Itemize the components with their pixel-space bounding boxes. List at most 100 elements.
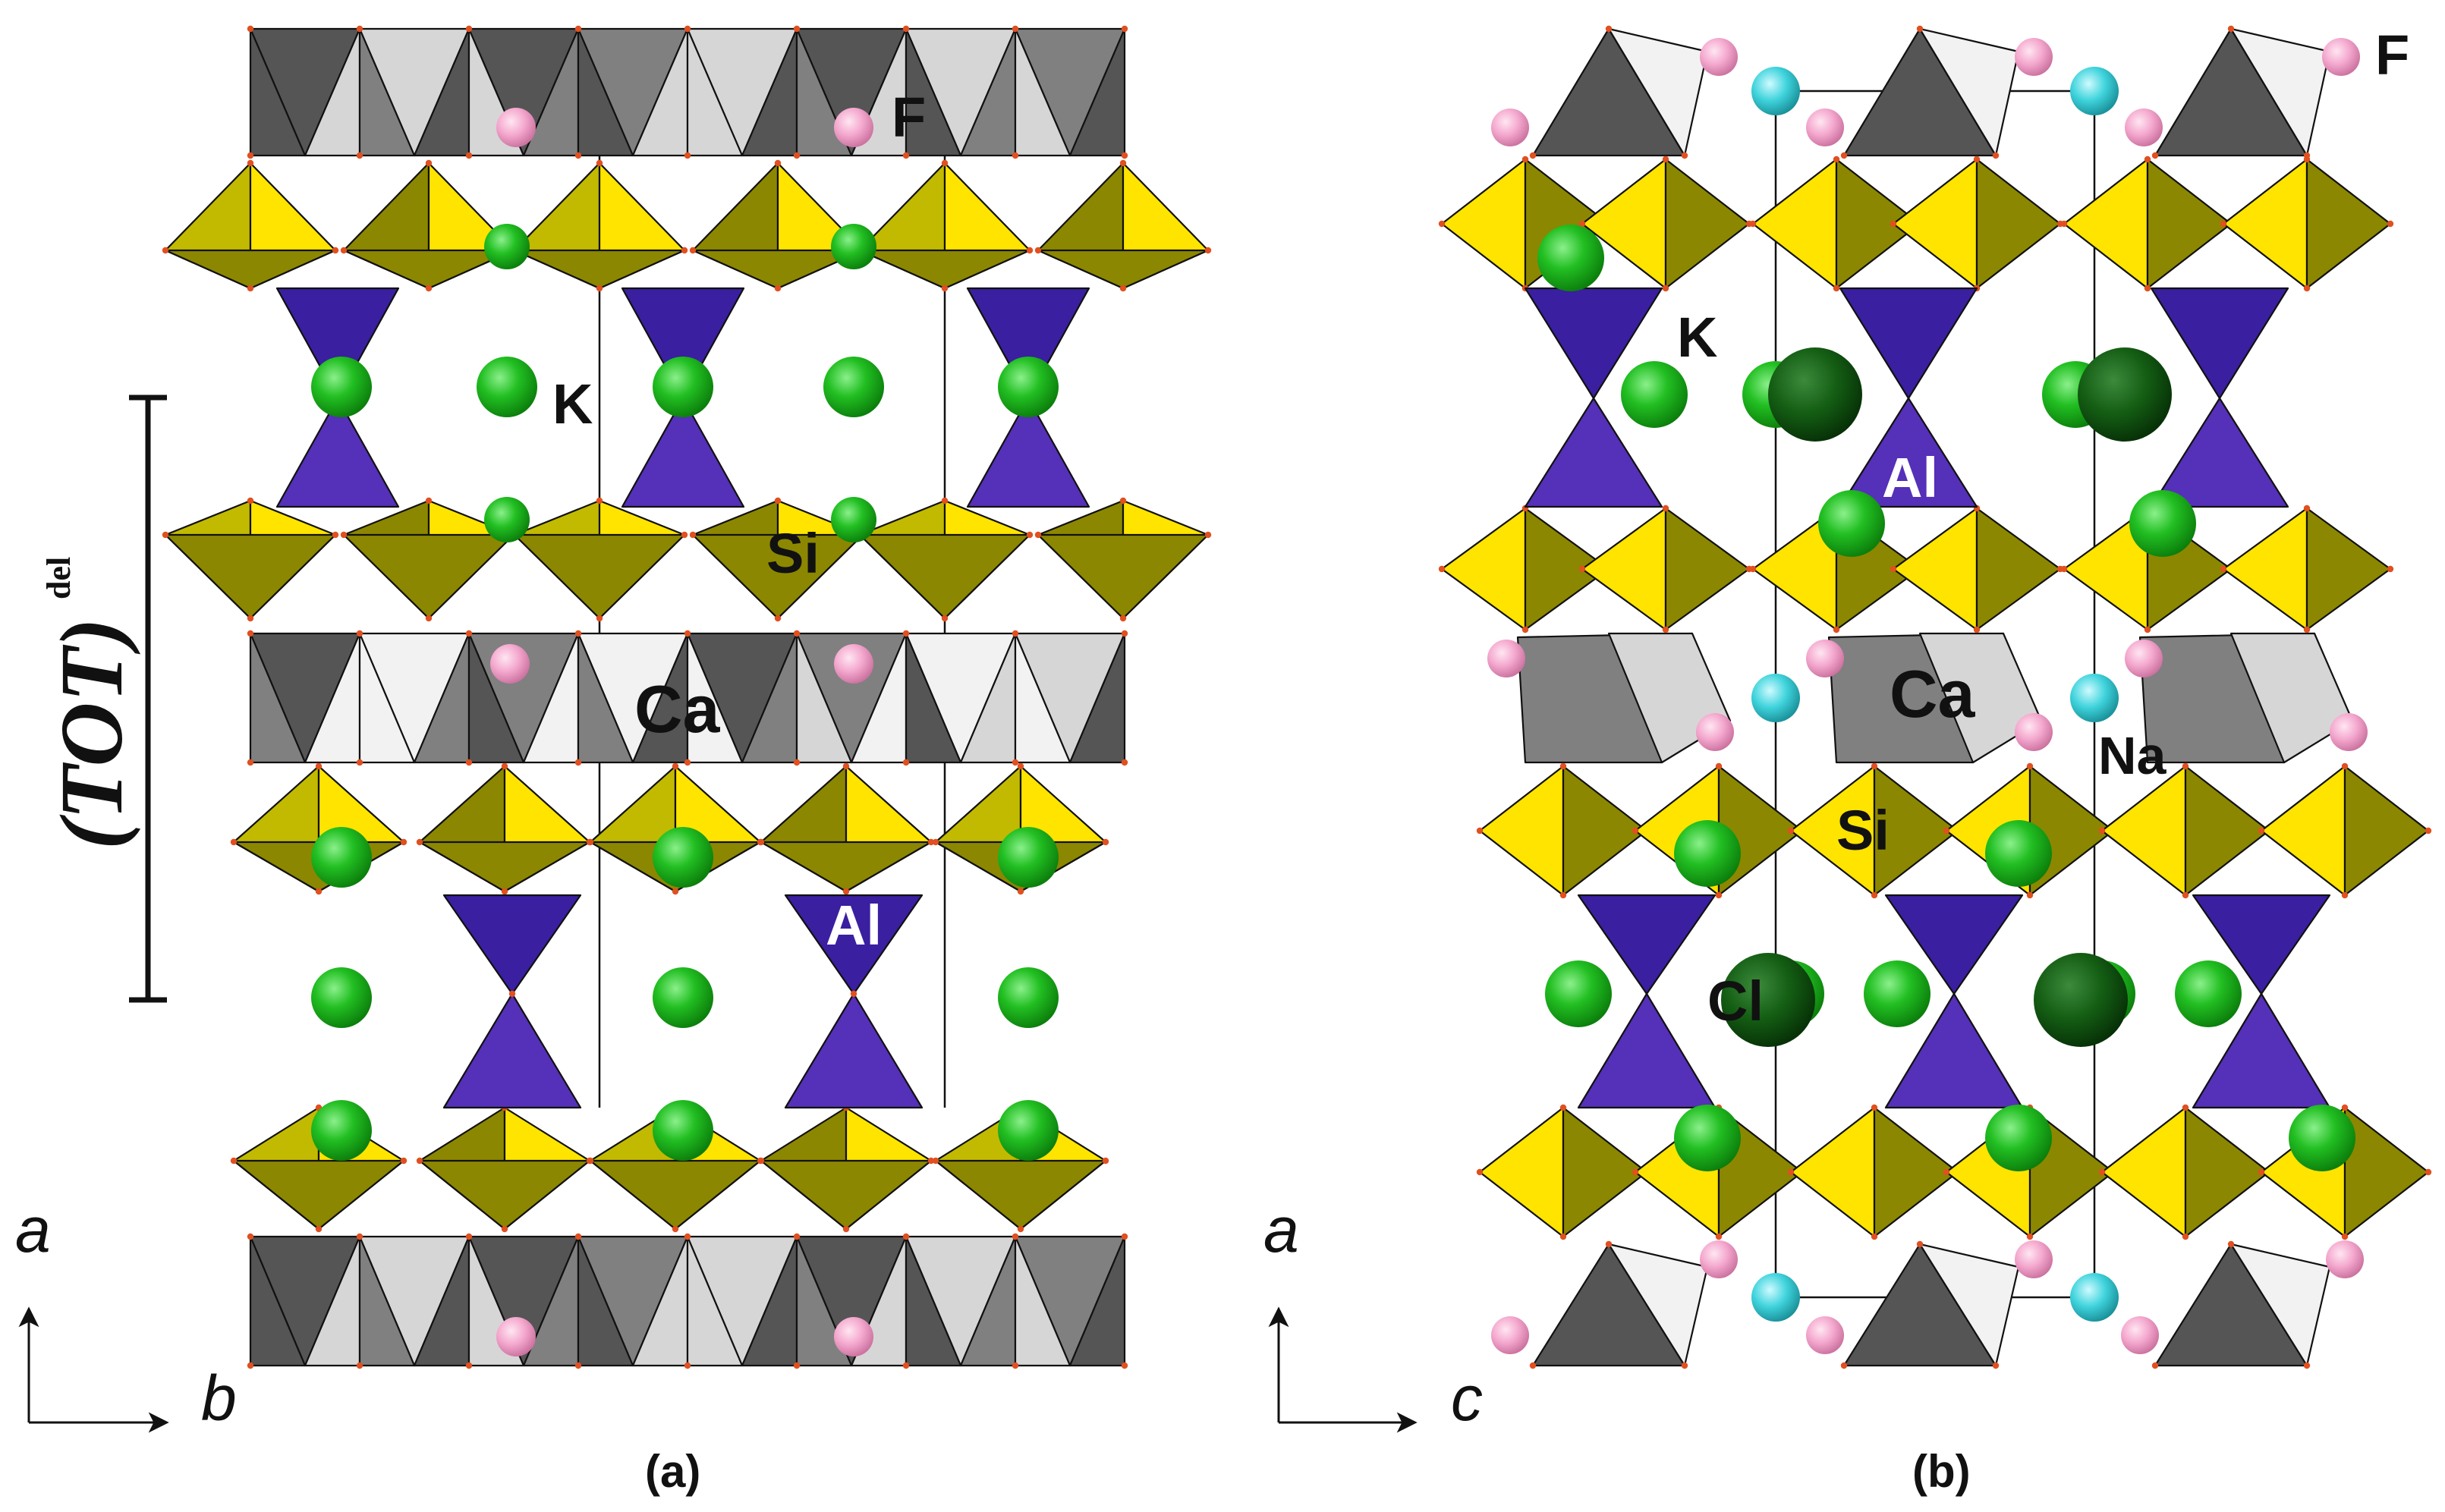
oxygen-vertex	[1012, 1362, 1019, 1369]
ca-octahedral-sheet-mid-down	[249, 632, 307, 764]
silicate-tetrahedron	[1873, 1106, 1959, 1238]
oxygen-vertex	[465, 152, 473, 159]
potassium-atom	[823, 357, 884, 417]
silicate-tetrahedron	[1562, 765, 1648, 897]
label-f-b: F	[2375, 24, 2409, 86]
aluminate-tetrahedron	[1884, 992, 2024, 1109]
oxygen-vertex	[757, 838, 765, 846]
oxygen-vertex	[2425, 1168, 2432, 1176]
oxygen-vertex	[508, 990, 516, 998]
potassium-atom	[653, 967, 713, 1028]
oxygen-vertex	[927, 1157, 935, 1165]
silicate-tetrahedron	[513, 249, 686, 290]
oxygen-vertex	[1529, 1362, 1537, 1369]
oxygen-vertex	[1034, 531, 1042, 539]
silicate-tetrahedron	[513, 533, 686, 620]
label-ca-b: Ca	[1890, 656, 1976, 731]
panel-a-annotations: F K Si Ca Al (TOT) del a b (a)	[15, 86, 926, 1497]
aluminate-tetrahedron	[784, 992, 924, 1109]
label-k-b: K	[1677, 306, 1717, 369]
aluminate-tetrahedron	[1839, 397, 1978, 508]
silicate-tetrahedron	[1440, 507, 1527, 631]
silicate-tetrahedron	[1562, 1106, 1648, 1238]
oxygen-vertex	[1973, 626, 1981, 633]
label-ca-a: Ca	[634, 671, 721, 747]
oxygen-vertex	[902, 630, 910, 637]
oxygen-vertex	[850, 990, 857, 998]
silicate-tetrahedron	[164, 533, 337, 620]
potassium-atom	[311, 1100, 372, 1161]
sodium-atom	[2070, 67, 2119, 115]
oxygen-vertex	[1943, 1168, 1950, 1176]
ca-octahedral-sheet-mid-down	[686, 632, 744, 764]
aluminate-tetrahedron	[621, 287, 745, 400]
oxygen-vertex	[247, 630, 254, 637]
fluorine-atom	[1491, 1316, 1529, 1354]
oxygen-vertex	[1662, 505, 1669, 512]
potassium-atom	[1537, 225, 1604, 291]
potassium-atom	[1674, 1105, 1741, 1171]
oxygen-vertex	[2425, 827, 2432, 835]
potassium-atom	[2175, 960, 2242, 1027]
oxygen-vertex	[1833, 156, 1840, 163]
fluorine-atom	[2121, 1316, 2159, 1354]
oxygen-vertex	[1871, 762, 1878, 770]
oxygen-vertex	[2341, 891, 2349, 899]
fluorine-atom	[1700, 38, 1738, 76]
oxygen-vertex	[927, 838, 935, 846]
oxygen-vertex	[842, 762, 850, 770]
silicate-tetrahedron	[1975, 507, 2062, 631]
fluorine-atom	[834, 644, 873, 684]
oxygen-vertex	[1840, 152, 1848, 159]
silicate-tetrahedron	[2343, 765, 2430, 897]
oxygen-vertex	[2182, 1104, 2189, 1111]
oxygen-vertex	[2026, 762, 2034, 770]
oxygen-vertex	[1632, 827, 1639, 835]
axis-a-vertical-b: a	[1263, 1194, 1299, 1265]
aluminate-tetrahedron	[2150, 397, 2289, 508]
oxygen-vertex	[1916, 1240, 1924, 1248]
fluorine-atom	[2326, 1240, 2364, 1278]
ca-octahedral-sheet-mid-down	[1014, 632, 1071, 764]
sodium-atom	[1751, 1273, 1800, 1322]
potassium-atom	[2289, 1105, 2355, 1171]
oxygen-vertex	[2227, 25, 2235, 33]
oxygen-vertex	[162, 531, 169, 539]
oxygen-vertex	[356, 152, 363, 159]
oxygen-vertex	[1916, 25, 1924, 33]
oxygen-vertex	[684, 152, 691, 159]
oxygen-vertex	[340, 247, 348, 254]
oxygen-vertex	[774, 159, 782, 167]
aluminate-tetrahedron	[442, 992, 582, 1109]
oxygen-vertex	[340, 531, 348, 539]
oxygen-vertex	[162, 247, 169, 254]
aluminate-tetrahedron	[621, 397, 745, 508]
calcium-polyhedron	[1918, 27, 2020, 157]
sodium-atom	[2070, 674, 2119, 722]
potassium-atom	[311, 827, 372, 888]
potassium-atom	[477, 357, 537, 417]
aluminate-tetrahedron	[1577, 894, 1717, 995]
oxygen-vertex	[1017, 762, 1024, 770]
ca-octahedral-sheet-top-down	[905, 27, 962, 157]
oxygen-vertex	[902, 1362, 910, 1369]
potassium-atom	[998, 1100, 1059, 1161]
fluorine-atom	[1700, 1240, 1738, 1278]
fluorine-atom	[490, 644, 530, 684]
oxygen-vertex	[1521, 626, 1529, 633]
oxygen-vertex	[2303, 1362, 2311, 1369]
oxygen-vertex	[774, 615, 782, 622]
oxygen-vertex	[1871, 891, 1878, 899]
oxygen-vertex	[1121, 759, 1128, 766]
oxygen-vertex	[684, 1233, 691, 1240]
oxygen-vertex	[596, 159, 603, 167]
oxygen-vertex	[932, 838, 939, 846]
silicate-tetrahedron	[2305, 507, 2392, 631]
silicate-tetrahedron	[2305, 158, 2392, 290]
label-f-a: F	[892, 86, 926, 149]
oxygen-vertex	[2220, 565, 2227, 573]
fluorine-atom	[2015, 1240, 2053, 1278]
silicate-tetrahedron	[2222, 158, 2308, 290]
oxygen-vertex	[587, 1157, 594, 1165]
oxygen-vertex	[1017, 1225, 1024, 1233]
